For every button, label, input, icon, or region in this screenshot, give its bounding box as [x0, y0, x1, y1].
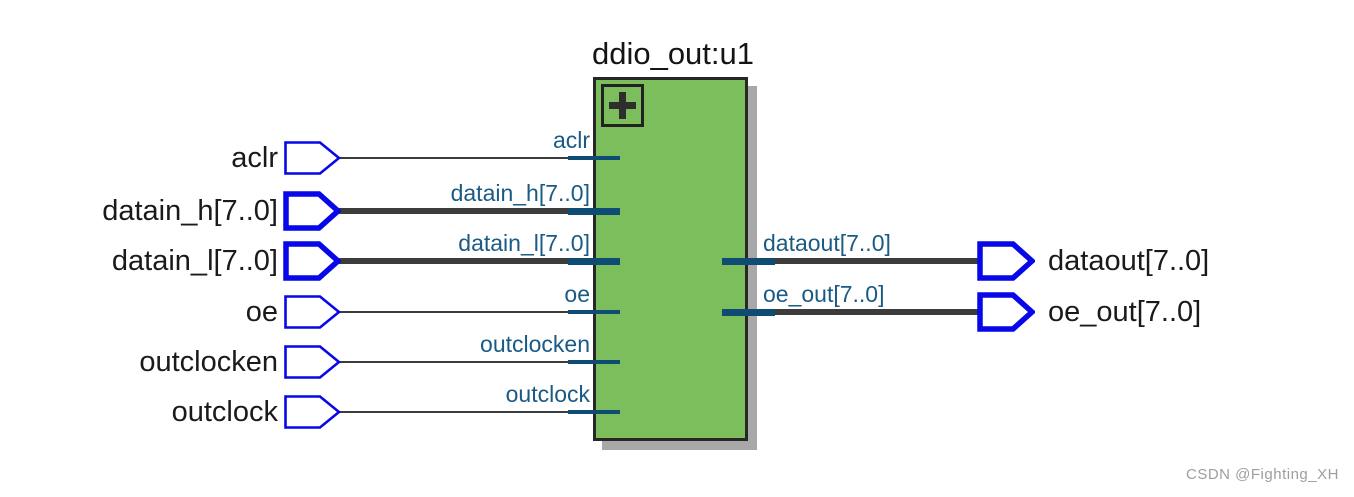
net-datain-l[interactable]: [339, 258, 568, 264]
expand-plus-icon[interactable]: [601, 84, 644, 127]
net-datain-h[interactable]: [339, 208, 568, 214]
input-pin-label-outclocken: outclocken: [139, 346, 278, 378]
net-oe-out-stub[interactable]: [722, 309, 775, 316]
block-port-label-datain-h: datain_h[7..0]: [450, 180, 590, 206]
net-outclock[interactable]: [339, 411, 568, 413]
net-datain-h-stub[interactable]: [568, 208, 620, 215]
input-pin-label-datain-h: datain_h[7..0]: [102, 195, 278, 227]
net-oe[interactable]: [339, 311, 568, 313]
block-instance-title: ddio_out:u1: [591, 36, 755, 71]
input-pin-label-outclock: outclock: [171, 396, 278, 428]
net-datain-l-stub[interactable]: [568, 258, 620, 265]
input-pin-icon-oe[interactable]: [284, 295, 341, 329]
input-pin-label-aclr: aclr: [231, 142, 278, 174]
plus-icon-vbar: [619, 92, 626, 119]
output-pin-icon-oe-out[interactable]: [977, 292, 1035, 332]
net-oe-out[interactable]: [775, 309, 978, 315]
input-pin-icon-datain-h[interactable]: [283, 191, 341, 231]
block-port-label-outclocken: outclocken: [480, 331, 590, 357]
net-dataout[interactable]: [775, 258, 978, 264]
input-pin-icon-outclocken[interactable]: [284, 345, 341, 379]
input-pin-icon-outclock[interactable]: [284, 395, 341, 429]
net-outclock-stub[interactable]: [568, 410, 620, 414]
net-aclr[interactable]: [339, 157, 568, 159]
net-dataout-stub[interactable]: [722, 258, 775, 265]
watermark-text: CSDN @Fighting_XH: [1186, 466, 1339, 483]
net-outclocken-stub[interactable]: [568, 360, 620, 364]
input-pin-label-datain-l: datain_l[7..0]: [111, 245, 278, 277]
input-pin-label-oe: oe: [245, 296, 278, 328]
output-pin-icon-dataout[interactable]: [977, 241, 1035, 281]
block-port-label-datain-l: datain_l[7..0]: [458, 230, 590, 256]
block-port-label-dataout: dataout[7..0]: [763, 230, 891, 256]
input-pin-icon-datain-l[interactable]: [283, 241, 341, 281]
block-port-label-oe: oe: [564, 281, 590, 307]
net-outclocken[interactable]: [339, 361, 568, 363]
output-pin-label-oe-out: oe_out[7..0]: [1048, 296, 1202, 328]
block-port-label-aclr: aclr: [552, 127, 590, 153]
net-aclr-stub[interactable]: [568, 156, 620, 160]
output-pin-label-dataout: dataout[7..0]: [1048, 245, 1210, 277]
block-port-label-outclock: outclock: [505, 381, 590, 407]
block-port-label-oe-out: oe_out[7..0]: [763, 281, 885, 307]
net-oe-stub[interactable]: [568, 310, 620, 314]
input-pin-icon-aclr[interactable]: [284, 141, 341, 175]
